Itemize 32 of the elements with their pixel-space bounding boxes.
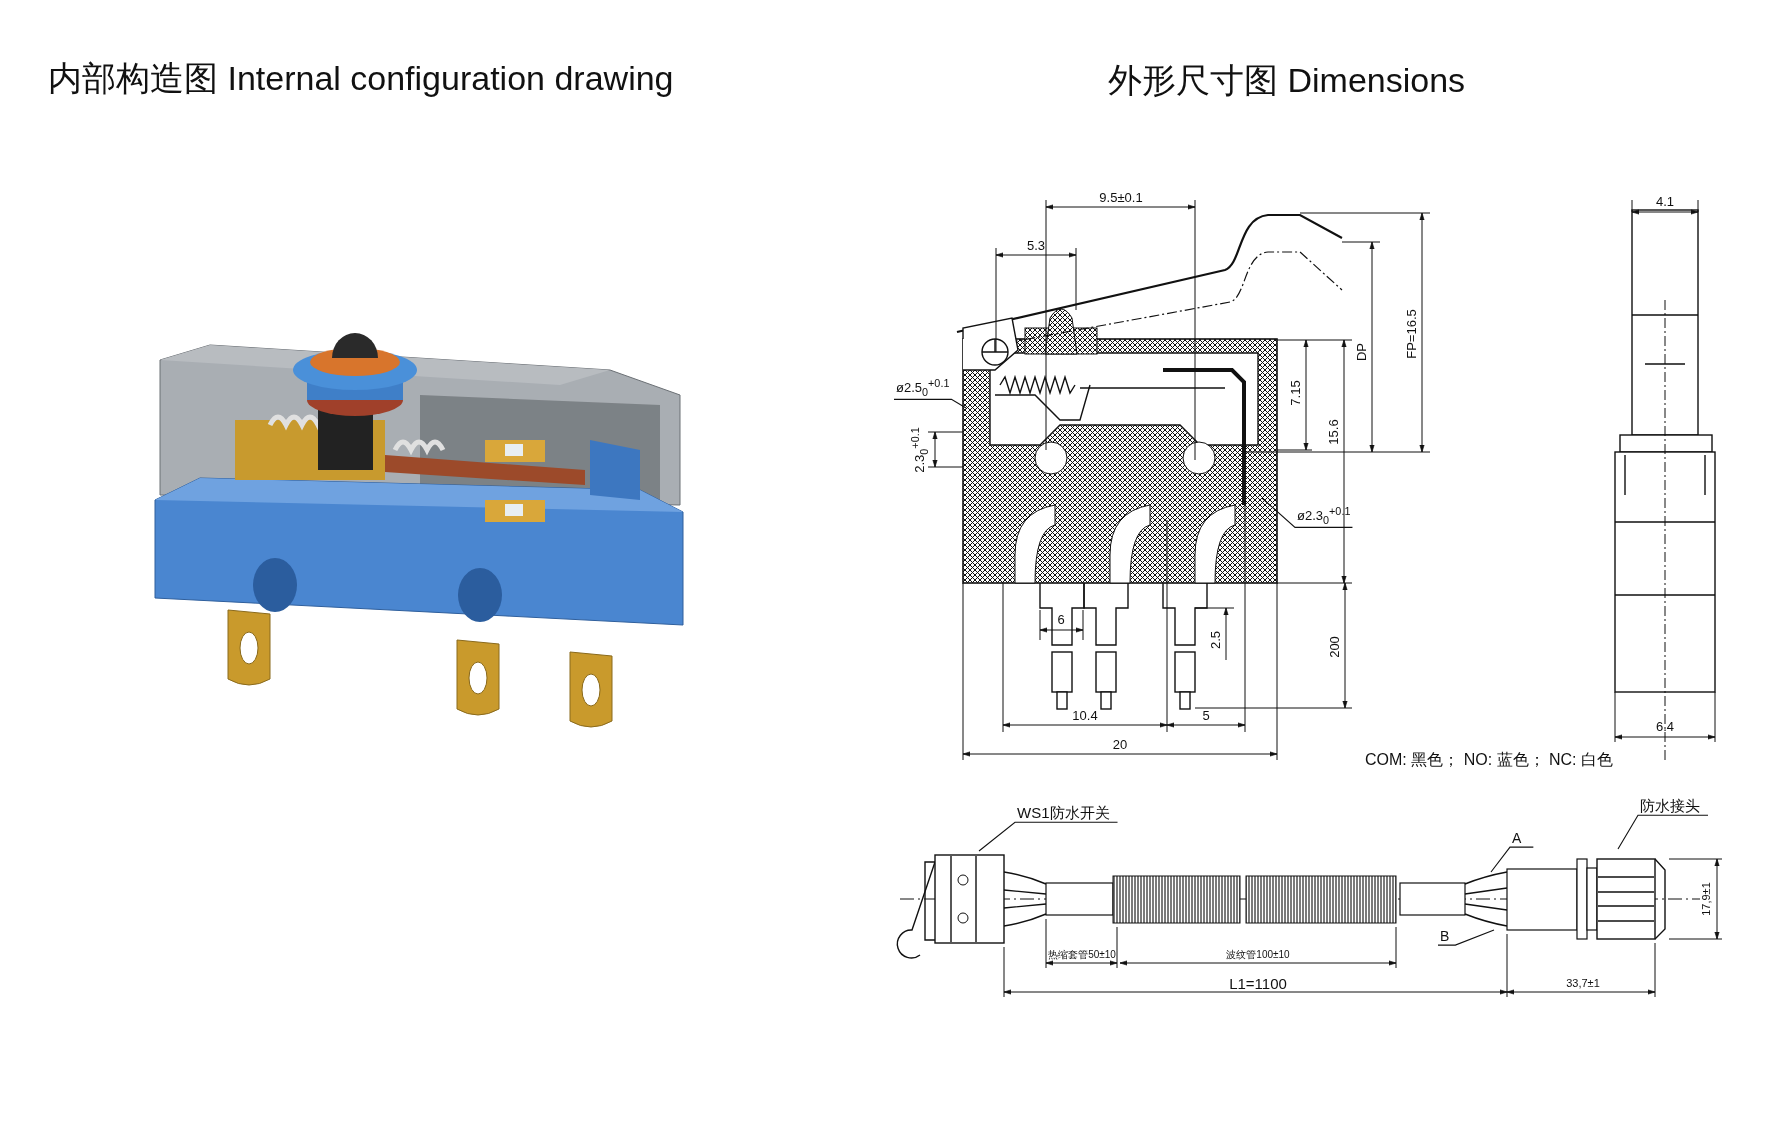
dimension-label: 6 xyxy=(1057,612,1065,626)
dimension-label: 20 xyxy=(1112,737,1128,751)
leader-line xyxy=(1261,497,1353,528)
callout-label: A xyxy=(1512,830,1522,847)
dimension-label: 5 xyxy=(1202,708,1210,722)
dimension-label: FP=16.5 xyxy=(1404,309,1418,359)
dimension-label: 热缩套管50±10 xyxy=(1048,950,1116,960)
leader-line xyxy=(1437,929,1495,946)
dimension-label: 33,7±1 xyxy=(1566,977,1600,989)
dimension-label: DP xyxy=(1354,342,1368,362)
dimension-label: 15.6 xyxy=(1326,419,1340,445)
section-heading: 外形尺寸图 Dimensions xyxy=(1108,63,1466,97)
dimension-label: L1=1100 xyxy=(1229,975,1287,991)
wire-color-note: COM: 黑色； NO: 蓝色； NC: 白色 xyxy=(1365,752,1613,768)
dimension-label: 6.4 xyxy=(1655,719,1675,733)
leader-line xyxy=(1490,846,1534,873)
dimension-label: 17,9±1 xyxy=(1700,882,1712,916)
dimension-label: 5.3 xyxy=(1026,238,1046,252)
dimension-label: 2.5 xyxy=(1208,630,1222,650)
dimension-label: 10.4 xyxy=(1072,708,1098,722)
leader-line xyxy=(1617,814,1709,850)
callout-label: WS1防水开关 xyxy=(1017,804,1110,822)
section-heading: 内部构造图 Internal configuration drawing xyxy=(48,61,674,95)
leader-line xyxy=(893,398,967,409)
leader-line xyxy=(978,821,1119,852)
dimension-label: 7.15 xyxy=(1288,380,1302,406)
callout-label: B xyxy=(1440,928,1450,945)
dimension-label: 200 xyxy=(1327,636,1341,658)
dimension-label: 9.5±0.1 xyxy=(1099,190,1143,204)
dimension-label: 4.1 xyxy=(1655,194,1675,208)
callout-label: 防水接头 xyxy=(1640,797,1700,815)
dimension-label: 波纹管100±10 xyxy=(1226,950,1290,960)
